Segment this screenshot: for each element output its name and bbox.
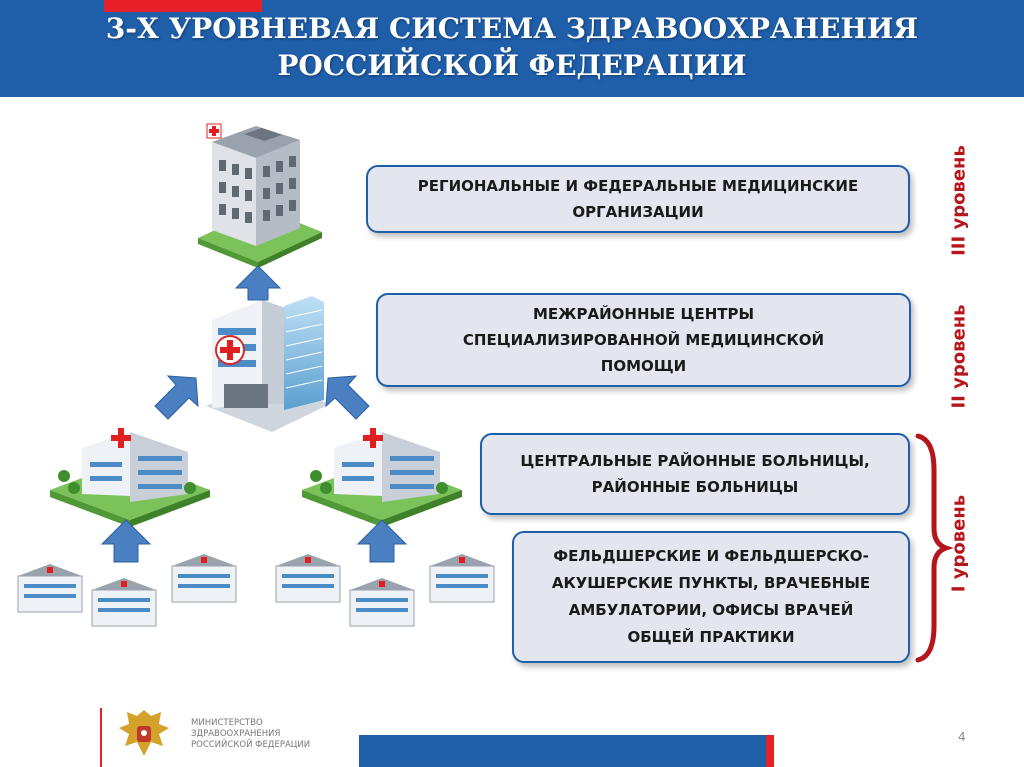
medical-center-icon bbox=[206, 296, 330, 432]
box-text-line: АМБУЛАТОРИИ, ОФИСЫ ВРАЧЕЙ bbox=[568, 601, 854, 619]
ministry-name-line: МИНИСТЕРСТВО bbox=[191, 718, 263, 728]
clinic-icon bbox=[91, 578, 157, 627]
header-red-accent bbox=[104, 0, 262, 12]
page-title: 3-Х УРОВНЕВАЯ СИСТЕМА ЗДРАВООХРАНЕНИЯ РО… bbox=[0, 10, 1024, 84]
arrow-up-icon bbox=[325, 375, 370, 420]
box-text-line: МЕЖРАЙОННЫЕ ЦЕНТРЫ bbox=[532, 305, 755, 323]
title-line-1: 3-Х УРОВНЕВАЯ СИСТЕМА ЗДРАВООХРАНЕНИЯ bbox=[105, 12, 919, 45]
box-text-line: ОБЩЕЙ ПРАКТИКИ bbox=[627, 628, 795, 646]
interdistrict-centers-box: МЕЖРАЙОННЫЕ ЦЕНТРЫ СПЕЦИАЛИЗИРОВАННОЙ МЕ… bbox=[376, 293, 911, 387]
box-text-line: ОРГАНИЗАЦИИ bbox=[572, 203, 704, 221]
hospital-tower-icon bbox=[198, 123, 322, 268]
box-text-line: РЕГИОНАЛЬНЫЕ И ФЕДЕРАЛЬНЫЕ МЕДИЦИНСКИЕ bbox=[417, 177, 859, 195]
footer-red-line bbox=[100, 708, 102, 767]
footer-red-bar bbox=[766, 735, 774, 767]
clinic-icon bbox=[429, 554, 495, 603]
box-text-line: АКУШЕРСКИЕ ПУНКТЫ, ВРАЧЕБНЫЕ bbox=[551, 574, 871, 592]
box-text-line: РАЙОННЫЕ БОЛЬНИЦЫ bbox=[591, 478, 799, 496]
level3-label: III уровень bbox=[948, 145, 970, 256]
page-number: 4 bbox=[958, 730, 966, 744]
arrow-up-icon bbox=[356, 519, 408, 563]
ministry-name-line: РОССИЙСКОЙ ФЕДЕРАЦИИ bbox=[191, 740, 311, 750]
arrow-up-icon bbox=[154, 375, 199, 420]
level2-label: II уровень bbox=[948, 304, 970, 409]
central-district-hospitals-box: ЦЕНТРАЛЬНЫЕ РАЙОННЫЕ БОЛЬНИЦЫ, РАЙОННЫЕ … bbox=[480, 433, 910, 515]
coat-of-arms-icon bbox=[119, 710, 169, 756]
clinic-icon bbox=[171, 554, 237, 603]
box-text-line: ЦЕНТРАЛЬНЫЕ РАЙОННЫЕ БОЛЬНИЦЫ, bbox=[520, 452, 870, 470]
box-text-line: ФЕЛЬДШЕРСКИЕ И ФЕЛЬДШЕРСКО- bbox=[553, 547, 869, 565]
feldsher-points-box: ФЕЛЬДШЕРСКИЕ И ФЕЛЬДШЕРСКО- АКУШЕРСКИЕ П… bbox=[512, 531, 910, 663]
box-text-line: СПЕЦИАЛИЗИРОВАННОЙ МЕДИЦИНСКОЙ bbox=[462, 331, 825, 349]
ministry-name: МИНИСТЕРСТВО ЗДРАВООХРАНЕНИЯ РОССИЙСКОЙ … bbox=[191, 718, 310, 751]
title-line-2: РОССИЙСКОЙ ФЕДЕРАЦИИ bbox=[277, 49, 747, 82]
clinic-icon bbox=[349, 578, 415, 627]
clinic-icon bbox=[275, 554, 341, 603]
clinic-icon bbox=[17, 564, 83, 613]
hospital-icon bbox=[302, 428, 462, 527]
arrow-up-icon bbox=[234, 265, 282, 301]
level1-label: I уровень bbox=[948, 494, 970, 593]
ministry-name-line: ЗДРАВООХРАНЕНИЯ bbox=[191, 729, 281, 739]
footer-blue-bar bbox=[359, 735, 766, 767]
level1-bracket bbox=[915, 433, 954, 663]
box-text-line: ПОМОЩИ bbox=[600, 357, 687, 375]
arrow-up-icon bbox=[100, 519, 152, 563]
header-bar bbox=[0, 0, 1024, 97]
level3-organizations-box: РЕГИОНАЛЬНЫЕ И ФЕДЕРАЛЬНЫЕ МЕДИЦИНСКИЕ О… bbox=[366, 165, 910, 233]
hospital-icon bbox=[50, 428, 210, 527]
